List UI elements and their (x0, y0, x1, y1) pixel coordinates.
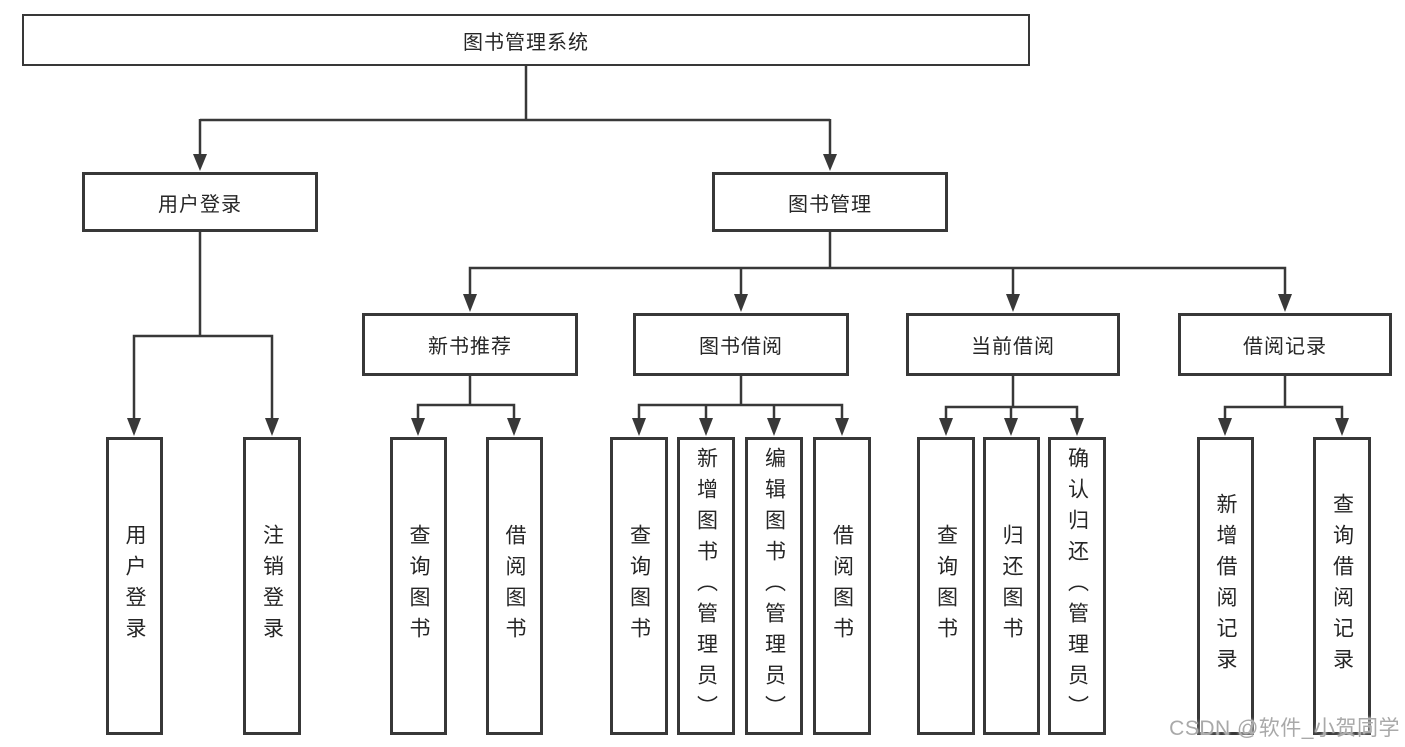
arrowhead-current-borrow (1006, 294, 1020, 312)
node-label: 查询图书 (407, 524, 430, 648)
node-current-borrow: 当前借阅 (906, 313, 1120, 376)
node-label: 借阅图书 (830, 524, 854, 648)
node-query-books-3: 查询图书 (917, 437, 975, 735)
connector-borrow-records-bracket (1223, 405, 1344, 420)
node-label: 查询图书 (627, 524, 651, 648)
node-label: 新书推荐 (428, 336, 512, 358)
arrowhead-query-books-1 (411, 418, 425, 436)
node-logout-leaf: 注销登录 (243, 437, 301, 735)
arrowhead-add-borrow-record (1218, 418, 1232, 436)
arrowhead-confirm-return-admin (1070, 418, 1084, 436)
node-label: 当前借阅 (971, 336, 1055, 358)
connector-user-login-bracket (132, 334, 274, 419)
node-label: 编辑图书（管理员） (762, 446, 786, 726)
arrowhead-new-book-recommend (463, 294, 477, 312)
arrowhead-return-books (1004, 418, 1018, 436)
node-book-borrow: 图书借阅 (633, 313, 849, 376)
node-label: 借阅图书 (503, 524, 526, 648)
node-borrow-books-2: 借阅图书 (813, 437, 871, 735)
node-label: 新增图书（管理员） (694, 446, 718, 726)
node-query-books-1: 查询图书 (390, 437, 447, 735)
node-query-borrow-record: 查询借阅记录 (1313, 437, 1371, 735)
node-book-management: 图书管理 (712, 172, 948, 232)
arrowhead-borrow-books-1 (507, 418, 521, 436)
arrowhead-user-login-leaf (127, 418, 141, 436)
node-user-login: 用户登录 (82, 172, 318, 232)
node-label: 注销登录 (260, 524, 284, 648)
arrowhead-query-borrow-record (1335, 418, 1349, 436)
node-borrow-records: 借阅记录 (1178, 313, 1392, 376)
node-label: 用户登录 (158, 193, 242, 216)
arrowhead-add-books-admin (699, 418, 713, 436)
node-label: 借阅记录 (1243, 336, 1327, 358)
node-label: 确认归还（管理员） (1065, 446, 1089, 726)
arrowhead-logout-leaf (265, 418, 279, 436)
node-return-books: 归还图书 (983, 437, 1040, 735)
node-label: 新增借阅记录 (1214, 493, 1237, 679)
node-label: 归还图书 (1000, 524, 1023, 648)
node-new-book-recommend: 新书推荐 (362, 313, 578, 376)
node-borrow-books-1: 借阅图书 (486, 437, 543, 735)
node-query-books-2: 查询图书 (610, 437, 668, 735)
arrowhead-user-login (193, 154, 207, 171)
node-label: 查询图书 (934, 524, 958, 648)
arrowhead-borrow-records (1278, 294, 1292, 312)
node-edit-books-admin: 编辑图书（管理员） (745, 437, 803, 735)
arrowhead-book-borrow (734, 294, 748, 312)
connector-book-borrow-bracket (637, 403, 844, 420)
node-confirm-return-admin: 确认归还（管理员） (1048, 437, 1106, 735)
node-library-management-system: 图书管理系统 (22, 14, 1030, 66)
connector-new-book-recommend-bracket (416, 403, 516, 420)
arrowhead-borrow-books-2 (835, 418, 849, 436)
arrowhead-edit-books-admin (767, 418, 781, 436)
arrowhead-query-books-2 (632, 418, 646, 436)
node-add-books-admin: 新增图书（管理员） (677, 437, 735, 735)
arrowhead-book-management (823, 154, 837, 171)
connector-level2-bracket (468, 266, 1287, 295)
node-add-borrow-record: 新增借阅记录 (1197, 437, 1254, 735)
node-label: 查询借阅记录 (1330, 493, 1354, 679)
node-label: 用户登录 (123, 524, 146, 648)
node-label: 图书管理系统 (463, 31, 589, 54)
node-label: 图书管理 (788, 193, 872, 216)
arrowhead-query-books-3 (939, 418, 953, 436)
node-label: 图书借阅 (699, 336, 783, 358)
node-user-login-leaf: 用户登录 (106, 437, 163, 735)
csdn-watermark: CSDN @软件_小贺同学 (1169, 717, 1400, 740)
